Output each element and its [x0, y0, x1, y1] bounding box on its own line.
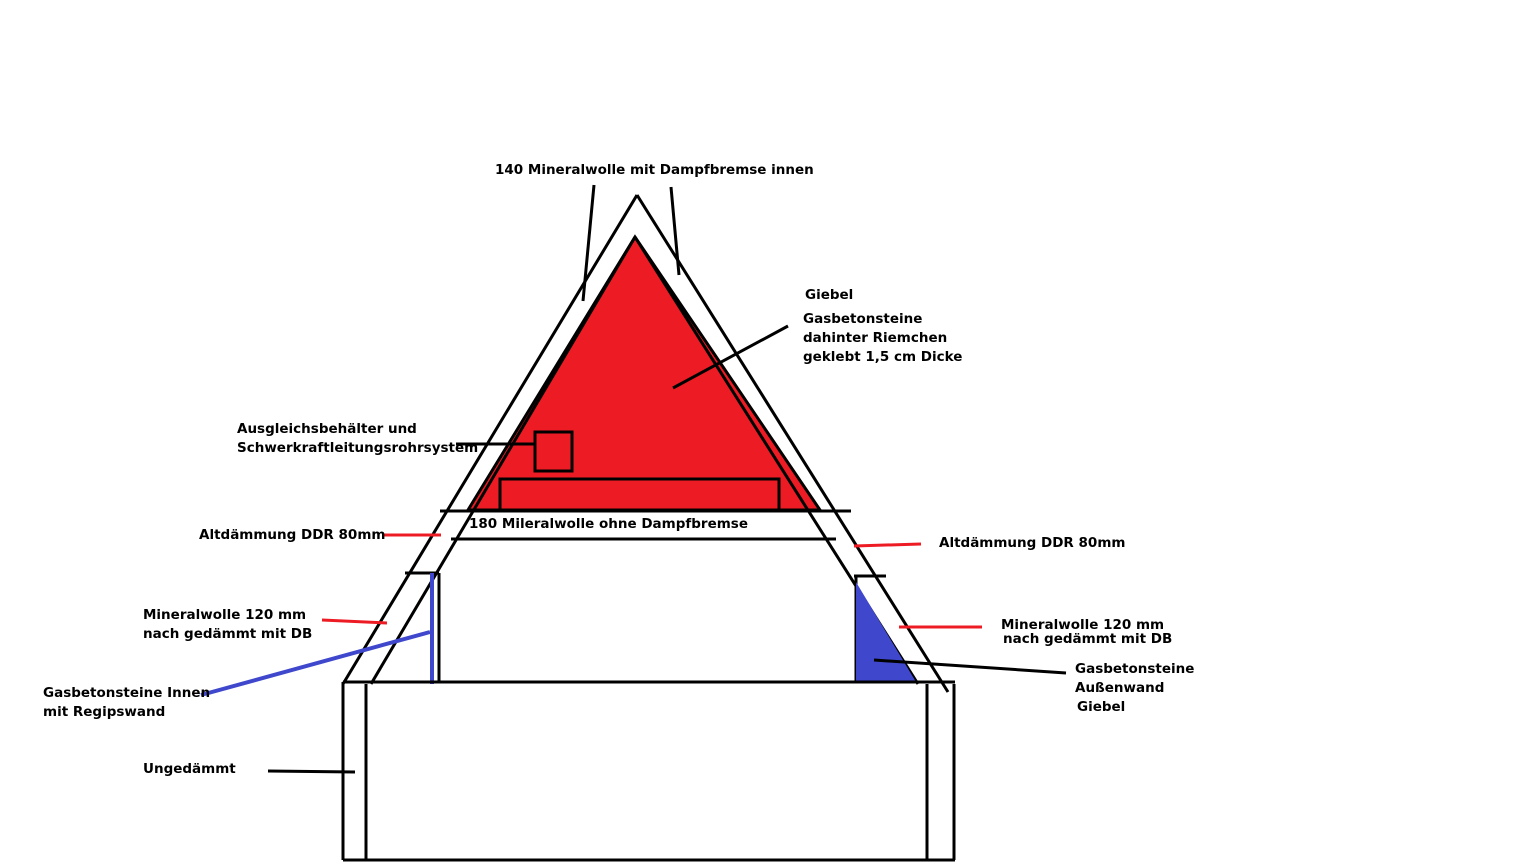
leader-lines [267, 184, 1067, 774]
inner-wall-line2: mit Regipswand [43, 704, 166, 720]
mineral-right-line2: nach gedämmt mit DB [1003, 631, 1173, 647]
outer-gable-wall-fill [856, 582, 916, 682]
old-insulation-left-label: Altdämmung DDR 80mm [199, 527, 386, 543]
uninsulated-label: Ungedämmt [143, 761, 236, 777]
gable-title-label: Giebel [805, 287, 854, 303]
gable-desc-line1: Gasbetonsteine [803, 311, 923, 327]
mineral-right-line1: Mineralwolle 120 mm [1001, 617, 1165, 633]
ceiling-insulation-label: 180 Mileralwolle ohne Dampfbremse [469, 516, 748, 532]
blue-leader-line [200, 630, 431, 697]
ceiling-insulation-band [440, 509, 851, 541]
mineral-left-line1: Mineralwolle 120 mm [143, 607, 307, 623]
outer-wall-line1: Gasbetonsteine [1075, 661, 1195, 677]
ground-floor-walls [341, 680, 956, 862]
outer-wall-line2: Außenwand [1075, 680, 1165, 696]
old-insulation-right-label: Altdämmung DDR 80mm [939, 535, 1126, 551]
inner-wall-line1: Gasbetonsteine Innen [43, 685, 211, 701]
gable-fill [465, 234, 823, 512]
gable-desc-line3: geklebt 1,5 cm Dicke [803, 349, 963, 365]
mineral-left-line2: nach gedämmt mit DB [143, 626, 313, 642]
knee-walls [405, 571, 886, 682]
outer-wall-line3: Giebel [1077, 699, 1126, 715]
tank-label-line2: Schwerkraftleitungsrohrsystem [237, 440, 479, 456]
tank-label-line1: Ausgleichsbehälter und [237, 421, 417, 437]
roof-insulation-label: 140 Mineralwolle mit Dampfbremse innen [495, 162, 814, 178]
compensation-tank-box [533, 430, 574, 473]
gable-desc-line2: dahinter Riemchen [803, 330, 948, 346]
red-marker-lines [321, 533, 982, 629]
